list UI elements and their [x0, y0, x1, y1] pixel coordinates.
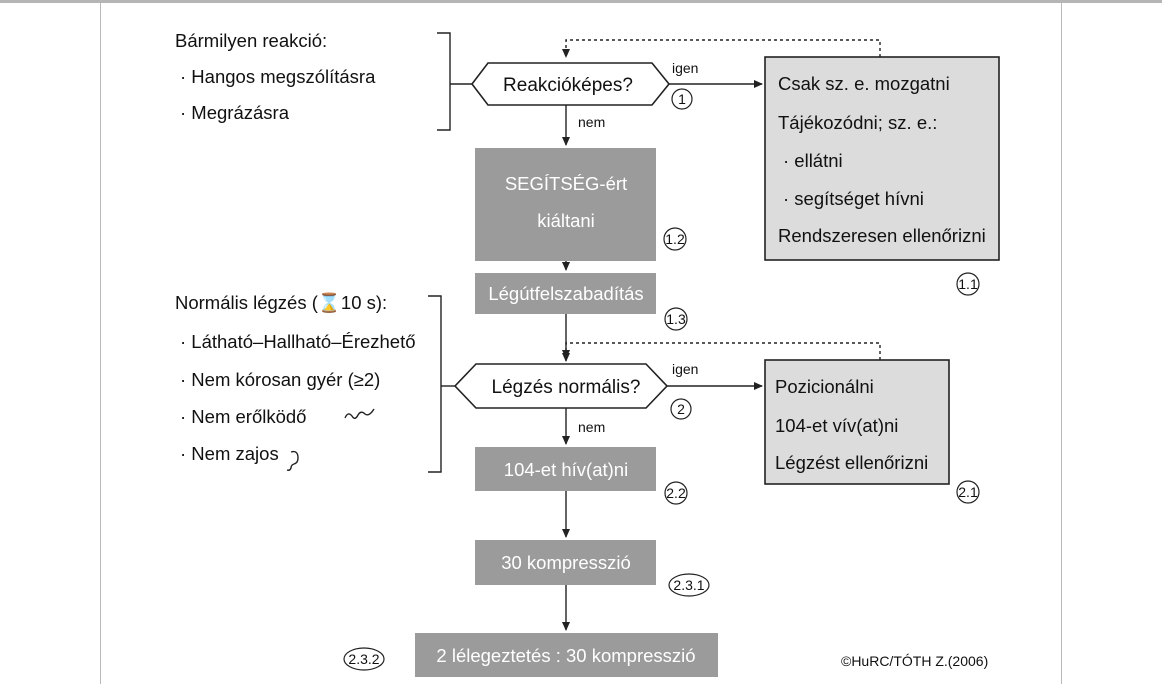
step-badge	[671, 88, 693, 110]
box-responsive-line: Csak sz. e. mozgatni	[778, 73, 950, 94]
box-responsive-line: · ellátni	[783, 150, 843, 171]
step-badge	[956, 480, 980, 504]
step-badge	[663, 227, 687, 251]
step-badge-text: 1.2	[665, 231, 685, 247]
step-badge-text: 2.3.1	[673, 577, 704, 593]
top-border	[0, 0, 1162, 3]
reaction-criteria-item: · Hangos megszólításra	[180, 66, 376, 87]
box-call-for-help	[475, 148, 656, 261]
breathing-criteria-item: · Nem erőlködő	[180, 406, 306, 427]
reaction-criteria-title: Bármilyen reakció:	[175, 30, 327, 51]
breathing-criteria-item: · Nem kórosan gyér (≥2)	[180, 369, 380, 390]
step-badge-text: 1.3	[666, 311, 686, 327]
decision-2-no-label: nem	[578, 419, 605, 435]
decision-1-no-label: nem	[578, 114, 605, 130]
box-responsive-line: · segítséget hívni	[783, 188, 924, 209]
breathing-criteria-title: Normális légzés (⌛10 s):	[175, 292, 387, 314]
box-breathing-line: Pozicionálni	[775, 376, 874, 397]
box-call-104-text: 104-et hív(at)ni	[504, 459, 628, 480]
box-responsive-actions	[764, 56, 1000, 261]
box-2-breaths-30-compressions-text: 2 lélegeztetés : 30 kompresszió	[436, 645, 695, 666]
right-border	[1061, 3, 1062, 684]
box-responsive-line: Tájékozódni; sz. e.:	[778, 112, 937, 133]
decision-responsive-text: Reakcióképes?	[503, 75, 633, 96]
step-badge	[343, 647, 385, 671]
ear-icon	[286, 450, 299, 471]
breathing-criteria-item: · Nem zajos	[180, 443, 279, 464]
left-border	[100, 3, 101, 684]
box-call-for-help-line: kiáltani	[537, 210, 595, 231]
box-call-104	[475, 447, 656, 491]
decision-breathing-text: Légzés normális?	[492, 377, 641, 398]
decision-2-yes-label: igen	[672, 361, 698, 377]
box-breathing-line: Légzést ellenőrizni	[775, 452, 928, 473]
step-badge	[664, 481, 688, 505]
loop-back-2	[562, 342, 881, 360]
step-badge-text: 1.1	[958, 276, 978, 292]
box-breathing-actions	[764, 359, 950, 485]
step-badge-text: 1	[678, 91, 686, 107]
box-airway	[475, 273, 656, 314]
step-badge	[668, 573, 710, 597]
step-badge-text: 2	[677, 401, 685, 417]
box-call-for-help-line: SEGÍTSÉG-ért	[505, 173, 627, 194]
step-badge	[664, 307, 688, 331]
box-responsive-line: Rendszeresen ellenőrizni	[778, 225, 986, 246]
step-badge-text: 2.2	[666, 485, 686, 501]
step-badge-text: 2.1	[958, 484, 978, 500]
box-30-compressions	[475, 540, 656, 585]
loop-back-1	[562, 39, 881, 58]
box-2-breaths-30-compressions	[415, 633, 718, 677]
decision-1-yes-label: igen	[672, 60, 698, 76]
copyright: ©HuRC/TÓTH Z.(2006)	[841, 653, 988, 669]
step-badge	[956, 272, 980, 296]
bracket-2	[428, 295, 442, 473]
box-airway-text: Légútfelszabadítás	[488, 283, 643, 304]
effort-icon	[344, 408, 375, 419]
bracket-1	[437, 32, 451, 131]
box-breathing-line: 104-et vív(at)ni	[775, 415, 898, 436]
breathing-criteria-item: · Látható–Hallható–Érezhető	[180, 331, 416, 352]
step-badge-text: 2.3.2	[348, 651, 379, 667]
box-30-compressions-text: 30 kompresszió	[501, 552, 631, 573]
step-badge	[670, 398, 692, 420]
reaction-criteria-item: · Megrázásra	[180, 102, 290, 123]
